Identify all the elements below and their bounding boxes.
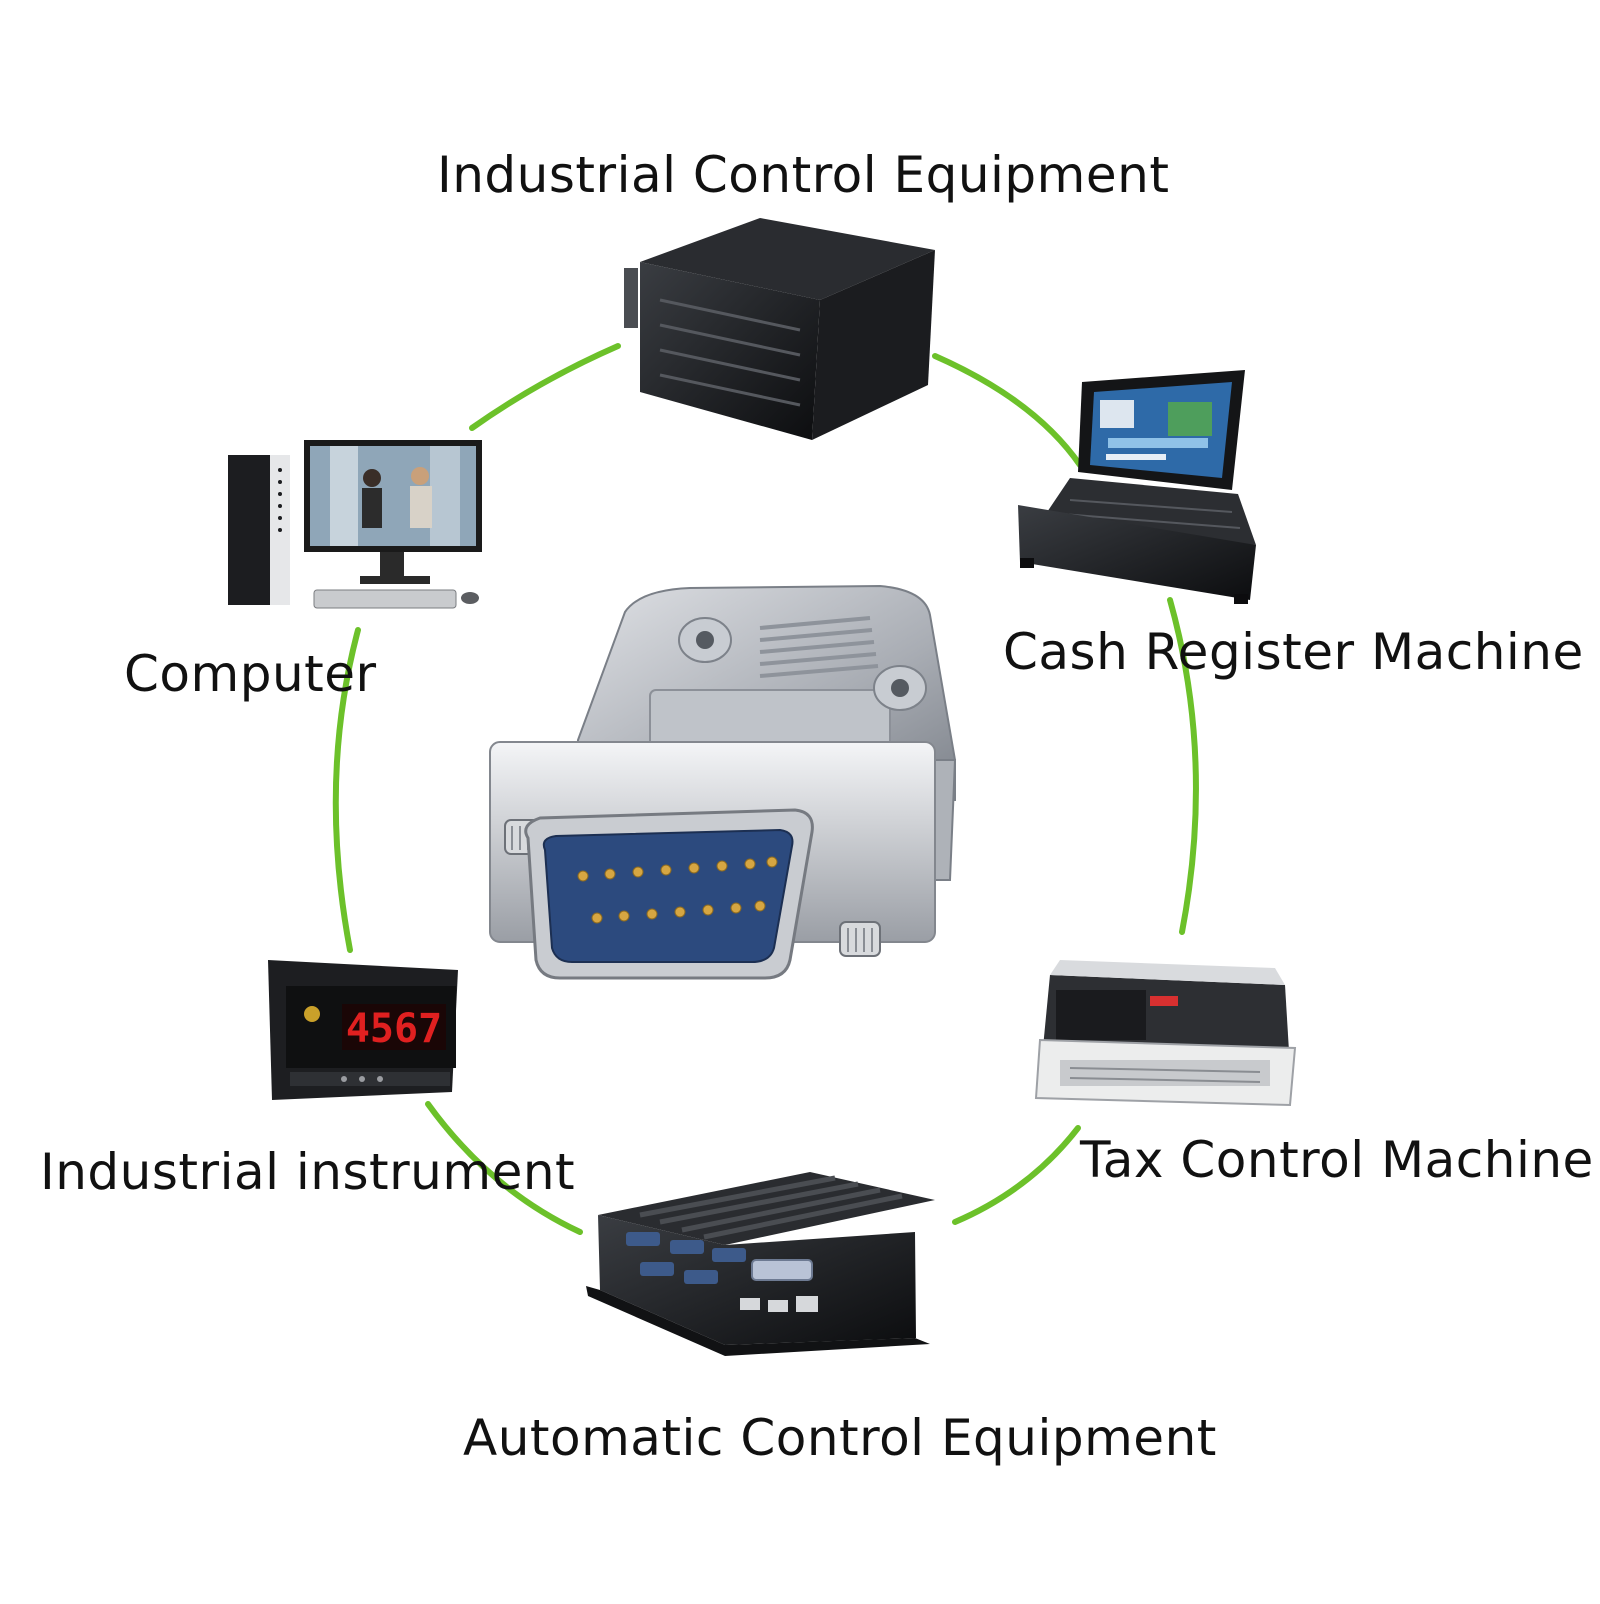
label-cash-register-machine: Cash Register Machine <box>1003 623 1584 681</box>
desktop-computer-icon <box>228 440 482 609</box>
label-industrial-control-equipment: Industrial Control Equipment <box>437 146 1170 204</box>
dot-matrix-printer-icon <box>1034 960 1297 1107</box>
ring-arc-top-left <box>469 343 621 431</box>
connection-ring <box>332 343 1199 1235</box>
db15-connector-icon <box>489 584 957 980</box>
label-tax-control-machine: Tax Control Machine <box>1080 1131 1594 1189</box>
label-computer: Computer <box>124 645 377 703</box>
ring-arc-bottom-right <box>952 1125 1081 1225</box>
label-automatic-control-equipment: Automatic Control Equipment <box>463 1409 1217 1467</box>
rugged-laptop-icon <box>1018 370 1256 604</box>
label-industrial-instrument: Industrial instrument <box>40 1143 576 1201</box>
rack-server-icon <box>624 218 935 440</box>
ring-arc-bottom-left <box>425 1101 583 1235</box>
ring-arc-top-right <box>932 353 1083 468</box>
meter-display-readout: 4567 <box>346 1006 442 1052</box>
ring-arc-right <box>1167 597 1199 935</box>
panel-meter-icon: 4567 <box>268 960 458 1100</box>
ring-arc-left <box>332 627 361 953</box>
fanless-industrial-pc-icon <box>586 1172 935 1356</box>
